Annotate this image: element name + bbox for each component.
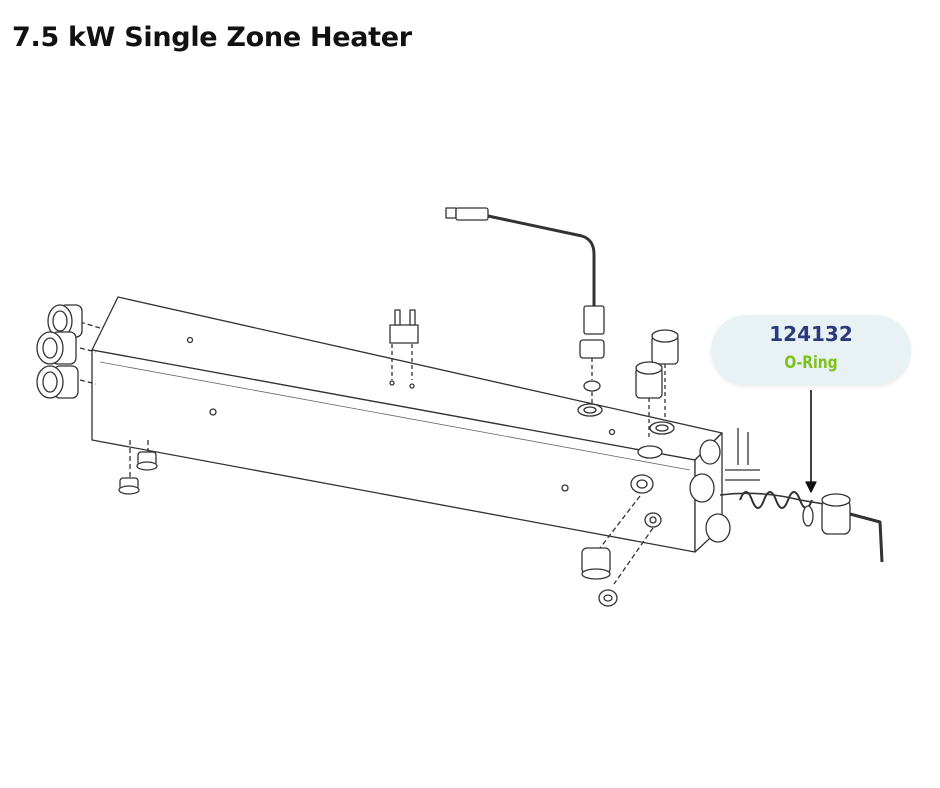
heater-block bbox=[91, 296, 723, 553]
page-title: 7.5 kW Single Zone Heater bbox=[12, 22, 412, 53]
part-callout: 124132 O-Ring bbox=[711, 315, 911, 385]
top-thermostat bbox=[389, 309, 419, 389]
top-fittings bbox=[635, 329, 679, 440]
part-name: O-Ring bbox=[784, 353, 838, 373]
bottom-fittings bbox=[581, 495, 654, 607]
callout-leader bbox=[805, 390, 817, 493]
right-heater-element bbox=[689, 428, 884, 563]
left-end-caps bbox=[36, 304, 101, 399]
thermocouple-probe bbox=[445, 207, 605, 404]
bottom-left-plugs bbox=[118, 440, 158, 495]
part-number: 124132 bbox=[769, 322, 853, 346]
